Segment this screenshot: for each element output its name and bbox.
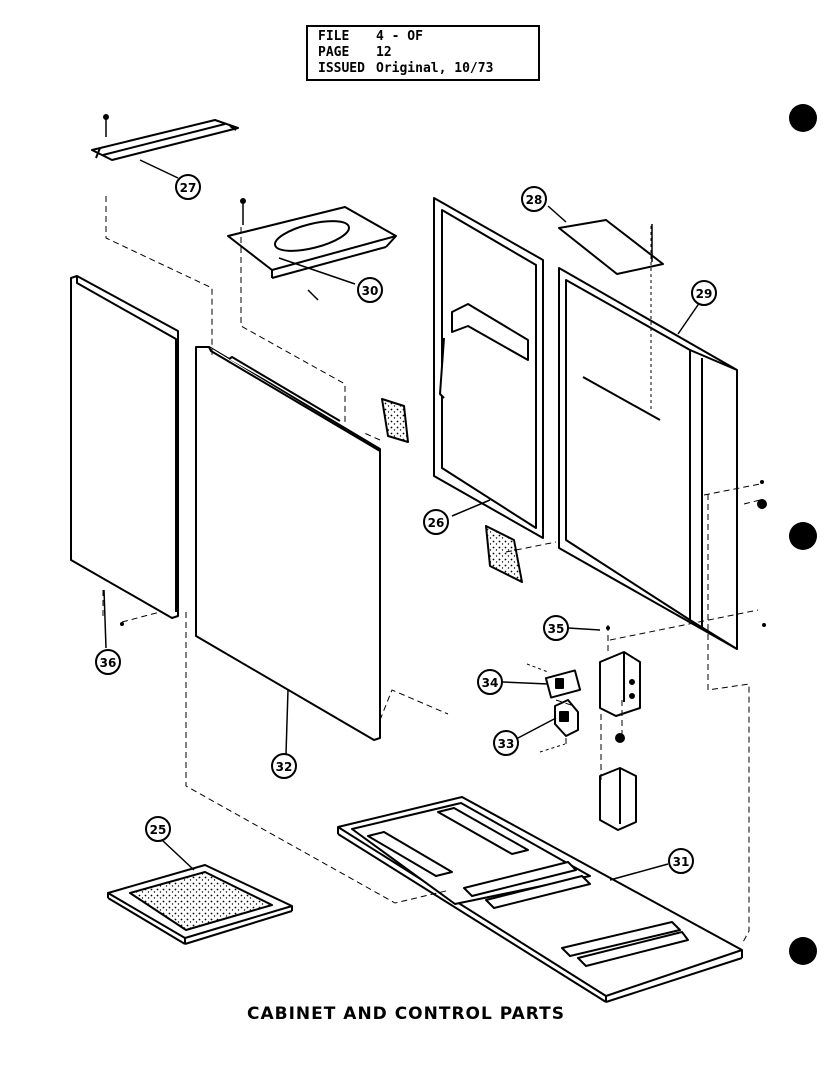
callout-34-circle: [477, 669, 503, 695]
screw-left-panel: [120, 622, 124, 626]
callout-32-circle: [271, 753, 297, 779]
screw-tip-upper: [760, 480, 764, 484]
callout-32: 32: [276, 760, 293, 774]
callout-circles: [95, 174, 717, 874]
screw-35: [606, 626, 610, 630]
callout-31: 31: [673, 855, 690, 869]
alignment-lines: [102, 196, 761, 945]
part-29-rear-frame: [558, 226, 738, 650]
issued-value: Original, 10/73: [376, 61, 494, 76]
page-row: PAGE 12: [318, 45, 538, 61]
callout-26-circle: [423, 509, 449, 535]
callout-29-circle: [691, 280, 717, 306]
part-27-top-rail: [91, 114, 239, 161]
diagram-title: CABINET AND CONTROL PARTS: [0, 1004, 832, 1024]
issued-label: ISSUED: [318, 61, 365, 76]
callout-26: 26: [428, 516, 445, 530]
callout-36: 36: [100, 656, 117, 670]
channel-cover: [599, 767, 637, 831]
callout-28: 28: [526, 193, 543, 207]
callout-30: 30: [362, 284, 379, 298]
part-34-switch: [526, 663, 582, 699]
part-33-control: [539, 699, 579, 753]
punch-hole-middle: [789, 522, 817, 550]
diagram-title-text: CABINET AND CONTROL PARTS: [247, 1004, 565, 1024]
callout-35-circle: [543, 615, 569, 641]
callout-25: 25: [150, 823, 167, 837]
callout-25-circle: [145, 816, 171, 842]
callout-29: 29: [696, 287, 713, 301]
file-value: 4 - OF: [376, 29, 423, 44]
callout-27: 27: [180, 181, 197, 195]
callout-35: 35: [548, 622, 565, 636]
file-label: FILE: [318, 29, 350, 44]
punch-hole-top: [789, 104, 817, 132]
callout-30-circle: [357, 277, 383, 303]
callout-27-circle: [175, 174, 201, 200]
punch-hole-bottom: [789, 937, 817, 965]
screw-upper: [757, 499, 767, 509]
callout-33-circle: [493, 730, 519, 756]
corner-gusset-lower: [485, 525, 523, 583]
leader-lines: [103, 159, 701, 881]
hardware-screws: [120, 480, 767, 630]
part-26-side-frame: [433, 197, 544, 539]
part-36-side-panel: [70, 275, 179, 619]
callout-31-circle: [668, 848, 694, 874]
corner-gusset-upper: [381, 398, 409, 443]
page-label: PAGE: [318, 45, 350, 60]
part-30-top-plate: [227, 198, 397, 301]
callout-34: 34: [482, 676, 499, 690]
punch-hole-marks: [789, 104, 817, 965]
callout-36-circle: [95, 649, 121, 675]
part-25-filter: [107, 864, 293, 945]
part-32-front-panel: [195, 346, 381, 741]
control-mount-bracket: [599, 651, 641, 743]
file-info-box: FILE 4 - OF PAGE 12 ISSUED Original, 10/73: [306, 25, 540, 81]
issued-row: ISSUED Original, 10/73: [318, 61, 538, 77]
callout-33: 33: [498, 737, 515, 751]
callout-28-circle: [521, 186, 547, 212]
file-row: FILE 4 - OF: [318, 29, 538, 45]
page-value: 12: [376, 45, 392, 60]
part-31-base-pan: [337, 796, 743, 1003]
screw-tip-lower: [762, 623, 766, 627]
part-28-cover-plate: [558, 219, 664, 275]
